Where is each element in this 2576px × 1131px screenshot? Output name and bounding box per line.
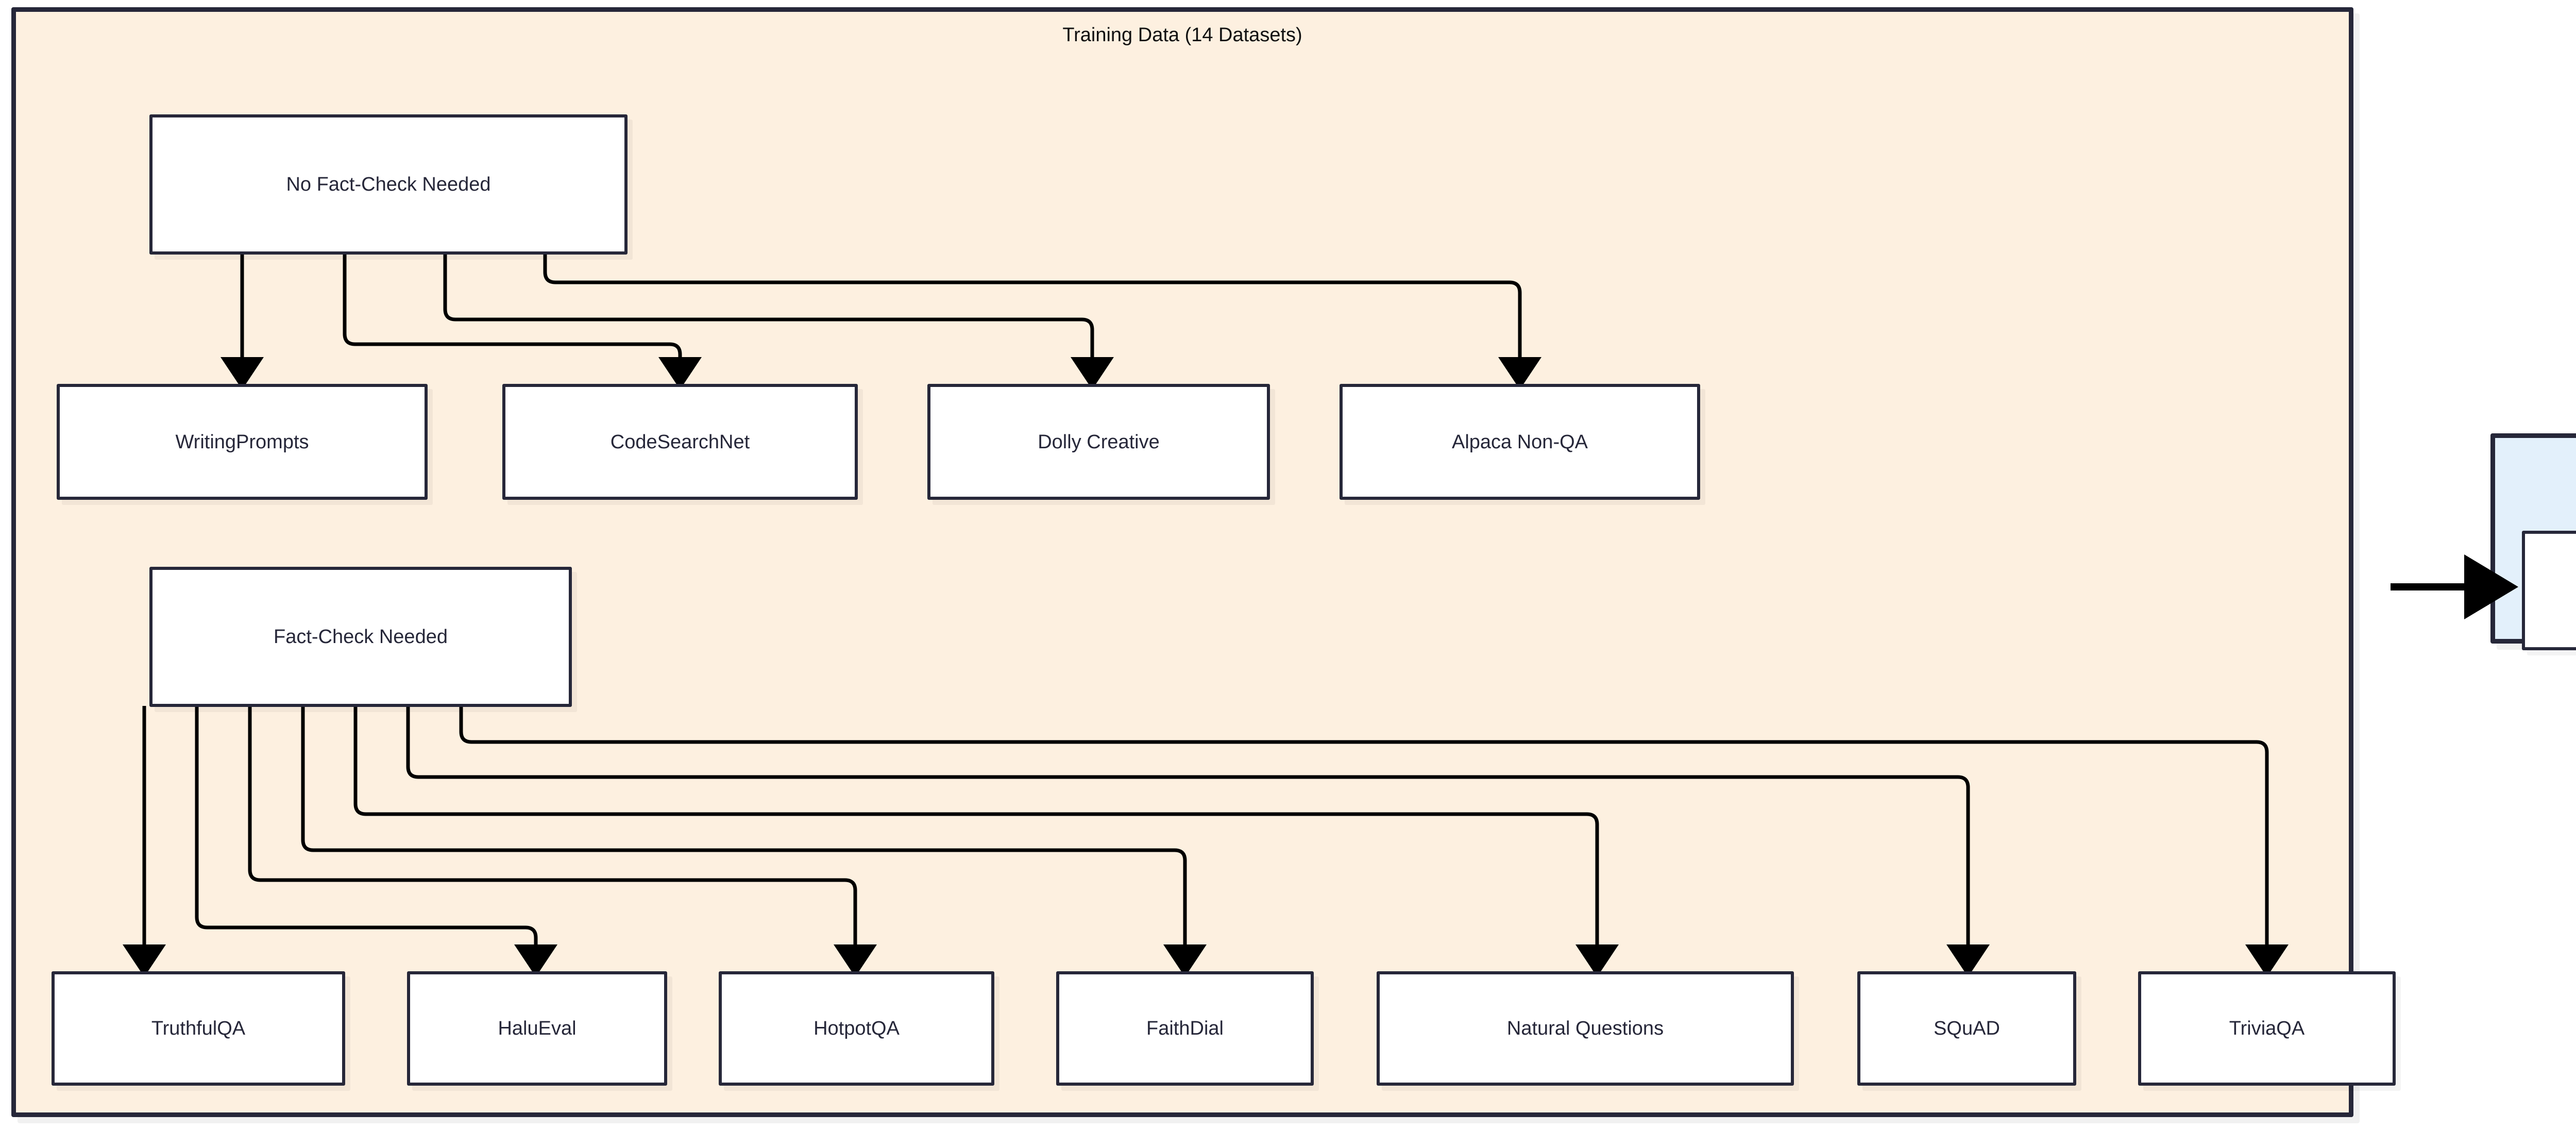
node-dolly-creative[interactable]: Dolly Creative (927, 384, 1270, 500)
node-codesearchnet-label: CodeSearchNet (610, 431, 750, 453)
node-writingprompts[interactable]: WritingPrompts (57, 384, 428, 500)
node-no-fact-check-needed[interactable]: No Fact-Check Needed (149, 114, 628, 255)
node-alpaca-non-qa[interactable]: Alpaca Non-QA (1340, 384, 1700, 500)
node-faithdial[interactable]: FaithDial (1056, 971, 1314, 1086)
node-natural-questions[interactable]: Natural Questions (1377, 971, 1794, 1086)
subgraph-halugate-sentinel-title: HaluGate Sentinel (2495, 451, 2576, 474)
node-triviaqa[interactable]: TriviaQA (2138, 971, 2396, 1086)
node-dolly-creative-label: Dolly Creative (1038, 431, 1160, 453)
node-squad[interactable]: SQuAD (1857, 971, 2076, 1086)
node-fact-check-needed[interactable]: Fact-Check Needed (149, 567, 572, 707)
subgraph-training-data-title: Training Data (14 Datasets) (1062, 24, 1302, 46)
node-modernbert-base[interactable]: ModernBERT Base (2522, 531, 2576, 650)
node-codesearchnet[interactable]: CodeSearchNet (502, 384, 858, 500)
node-truthfulqa-label: TruthfulQA (151, 1018, 246, 1039)
node-squad-label: SQuAD (1934, 1018, 2000, 1039)
node-alpaca-non-qa-label: Alpaca Non-QA (1451, 431, 1588, 453)
node-faithdial-label: FaithDial (1146, 1018, 1224, 1039)
node-natural-questions-label: Natural Questions (1506, 1018, 1664, 1039)
node-triviaqa-label: TriviaQA (2229, 1018, 2305, 1039)
node-halueval-label: HaluEval (498, 1018, 577, 1039)
node-truthfulqa[interactable]: TruthfulQA (52, 971, 345, 1086)
node-writingprompts-label: WritingPrompts (175, 431, 309, 453)
node-fact-check-needed-label: Fact-Check Needed (274, 626, 448, 648)
node-halueval[interactable]: HaluEval (407, 971, 667, 1086)
node-no-fact-check-needed-label: No Fact-Check Needed (286, 174, 491, 195)
node-hotpotqa-label: HotpotQA (814, 1018, 900, 1039)
node-hotpotqa[interactable]: HotpotQA (719, 971, 994, 1086)
